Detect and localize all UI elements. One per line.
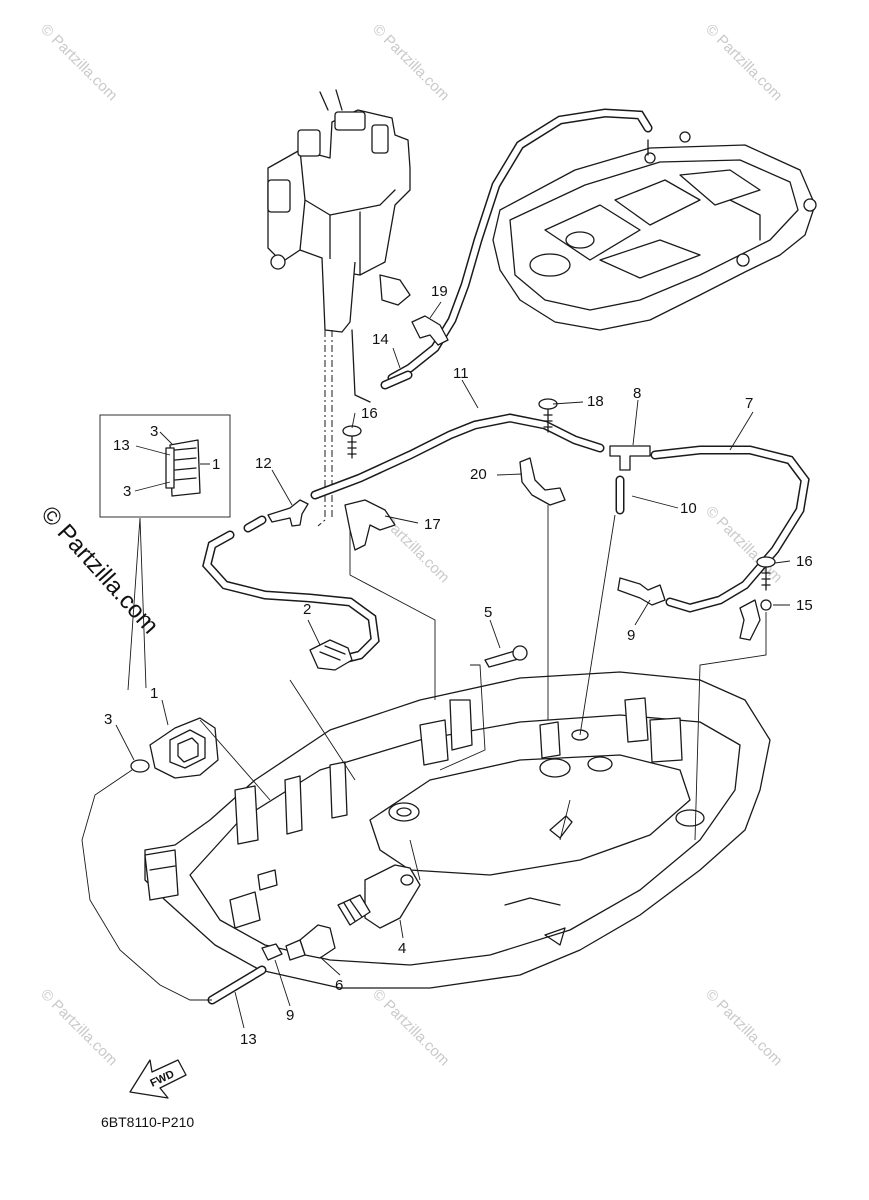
screws	[342, 398, 776, 668]
watermark-bottom-center: © Partzilla.com	[369, 986, 452, 1069]
detail-inset	[99, 414, 231, 691]
callout-1: 1	[150, 685, 158, 702]
callouts: 19 14 11 16 18 8 7 12 20 17 10 16 15 9 5…	[104, 283, 813, 1048]
callout-inset-13: 13	[113, 437, 130, 454]
callout-inset-3-bottom: 3	[123, 483, 131, 500]
callout-7: 7	[745, 395, 753, 412]
callout-14: 14	[372, 331, 389, 348]
callout-18: 18	[587, 393, 604, 410]
vapor-separator-assembly	[267, 89, 411, 527]
watermark-bottom-left: © Partzilla.com	[37, 986, 120, 1069]
callout-17: 17	[424, 516, 441, 533]
watermark-top-right: © Partzilla.com	[702, 21, 785, 104]
callout-12: 12	[255, 455, 272, 472]
callout-19: 19	[431, 283, 448, 300]
callout-16-left: 16	[361, 405, 378, 422]
watermark-large: © Partzilla.com	[36, 501, 164, 639]
diagram-code: 6BT8110-P210	[101, 1114, 194, 1130]
callout-8: 8	[633, 385, 641, 402]
hoses-upper	[310, 108, 810, 613]
callout-10: 10	[680, 500, 697, 517]
callout-inset-3-top: 3	[150, 423, 158, 440]
callout-15: 15	[796, 597, 813, 614]
watermark-top-center: © Partzilla.com	[369, 21, 452, 104]
callout-16-right: 16	[796, 553, 813, 570]
fwd-arrow: FWD	[129, 1059, 187, 1099]
callout-11: 11	[453, 365, 469, 382]
watermark-top-left: © Partzilla.com	[37, 21, 120, 104]
callout-9-bottom: 9	[286, 1007, 294, 1024]
callout-2: 2	[303, 601, 311, 618]
upper-block-component	[492, 131, 817, 331]
fittings	[267, 315, 761, 641]
hose-2-loop	[202, 515, 380, 671]
bottom-cowling	[144, 671, 771, 989]
callout-13: 13	[240, 1031, 257, 1048]
callout-9-right: 9	[627, 627, 635, 644]
callout-6: 6	[335, 977, 343, 994]
leader-lines	[115, 301, 791, 1029]
lower-parts	[81, 717, 421, 1005]
callout-20: 20	[470, 466, 487, 483]
callout-4: 4	[398, 940, 406, 957]
callout-inset-1: 1	[212, 456, 220, 473]
callout-3: 3	[104, 711, 112, 728]
callout-5: 5	[484, 604, 492, 621]
watermark-bottom-right: © Partzilla.com	[702, 986, 785, 1069]
